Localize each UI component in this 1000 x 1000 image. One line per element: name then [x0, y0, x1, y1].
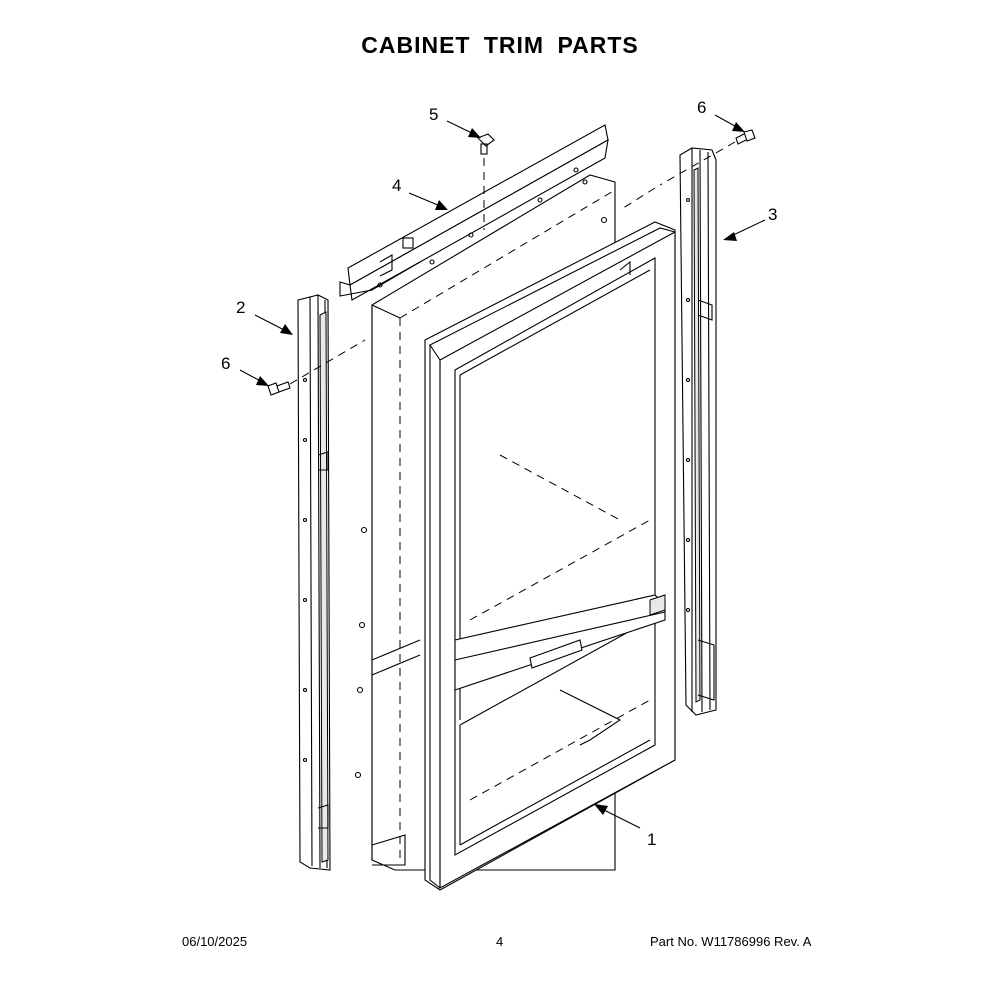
- top-trim-part-4: [339, 124, 609, 301]
- callout-6-left: 6: [221, 354, 230, 373]
- callout-arrows: [239, 114, 766, 829]
- callout-1: 1: [647, 830, 656, 849]
- right-side-trim-part-3: [679, 147, 717, 716]
- page-title: CABINET TRIM PARTS: [361, 32, 639, 58]
- door-frame-part-1: [424, 221, 676, 891]
- footer-part-number: Part No. W11786996 Rev. A: [650, 934, 812, 949]
- footer-date: 06/10/2025: [182, 934, 248, 949]
- callout-4: 4: [392, 176, 401, 195]
- left-side-trim-part-2: [297, 294, 331, 871]
- callout-3: 3: [768, 205, 777, 224]
- footer-page-number: 4: [496, 934, 504, 949]
- callout-5: 5: [429, 105, 438, 124]
- callout-2: 2: [236, 298, 245, 317]
- screw-part-5: [477, 133, 495, 230]
- screw-part-6-left: [267, 339, 366, 396]
- callout-6-top: 6: [697, 98, 706, 117]
- screw-part-6-top: [619, 129, 756, 211]
